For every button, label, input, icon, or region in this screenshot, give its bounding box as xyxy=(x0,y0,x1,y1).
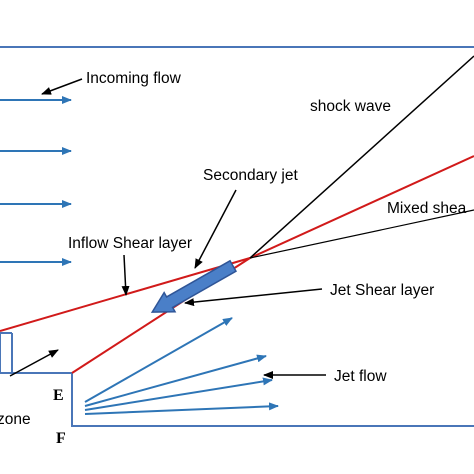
incoming-flow-pointer xyxy=(41,78,83,95)
incoming-flow-label: Incoming flow xyxy=(86,70,182,87)
inflow-shear-layer-pointer xyxy=(121,254,130,296)
jet-shear-layer-label: Jet Shear layer xyxy=(330,282,434,299)
domain-boundary-lower xyxy=(0,333,474,427)
secondary-jet-pointer xyxy=(194,189,237,269)
jet-flow-arrow xyxy=(84,377,273,411)
jet-flow-arrow xyxy=(84,402,279,415)
shock-wave-label: shock wave xyxy=(310,98,391,115)
secondary-jet-arrow xyxy=(150,259,237,313)
mixed-shear-layer-line xyxy=(249,155,474,259)
mixed-shear-label: Mixed shea xyxy=(387,200,467,217)
mixing-line xyxy=(249,209,474,259)
secondary-jet-label: Secondary jet xyxy=(203,167,298,184)
shock-wave-line xyxy=(249,55,474,259)
point-f-label: F xyxy=(56,430,66,447)
zone-pointer xyxy=(9,349,59,377)
jet-shear-layer-pointer xyxy=(184,288,323,307)
point-e-label: E xyxy=(53,387,64,404)
jet-flow-arrow xyxy=(84,354,267,407)
jet-flow-label: Jet flow xyxy=(334,368,387,385)
jet-flow-arrow xyxy=(84,317,233,403)
inflow-shear-layer-label: Inflow Shear layer xyxy=(68,235,192,252)
zone-label: zone xyxy=(0,411,31,428)
